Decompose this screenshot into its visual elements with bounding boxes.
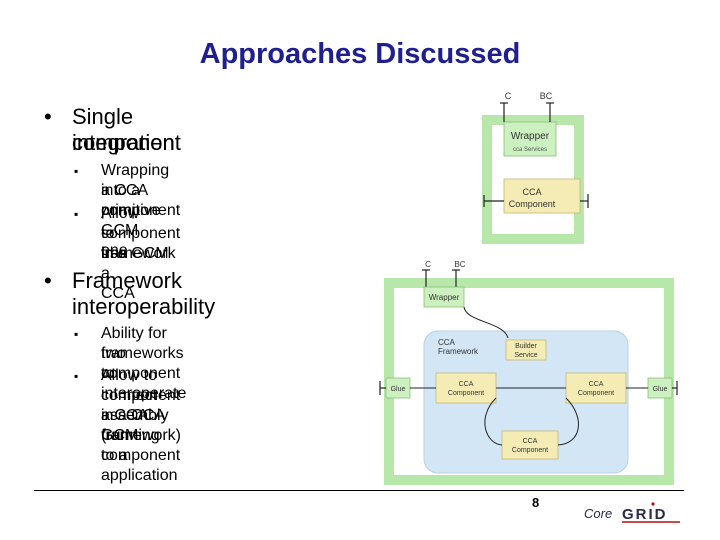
wrapper-sub-label: cca Services [513, 147, 547, 153]
sub-bullet-marker: ▪ [74, 207, 79, 221]
comp-left-line1: CCA [459, 381, 474, 388]
builder-line1: Builder [515, 343, 537, 350]
bc-port-label: BC [540, 91, 553, 101]
c-port-label: C [425, 260, 431, 269]
cca-component-bottom [501, 430, 559, 460]
sub-bullet-line3: framework [101, 245, 176, 262]
sub-bullet-line2: frameworks to interoperate [101, 345, 187, 402]
comp-right-line2: Component [578, 390, 614, 397]
sub-bullet-marker: ▪ [74, 369, 79, 383]
comp-left-line2: Component [448, 390, 484, 397]
glue-left-label: Glue [391, 386, 406, 393]
cca-framework-area [423, 330, 629, 474]
framework-interop-diagram: C BC Wrapper CCA Framework Builder Servi… [379, 260, 678, 485]
logo-grid-text: GRID [622, 506, 668, 523]
sub-bullet-line1: Allow to connect a CCA [101, 367, 158, 424]
sub-bullet-line2: component assembly (running [101, 387, 181, 444]
comp-bottom-line1: CCA [523, 438, 538, 445]
bullet-text-line2: interoperability [72, 294, 216, 319]
bullet-dot: • [44, 268, 52, 293]
comp-bottom-right-connection [557, 397, 579, 446]
framework-line1: CCA [438, 338, 456, 347]
wrapper-box [423, 286, 465, 308]
wrapper-title-label: Wrapper [511, 131, 550, 142]
sub-bullet-line3: in a CCA framework) to a [101, 407, 182, 464]
sub-bullet-line2: into a primitive GCM one [101, 182, 161, 259]
footer-divider [34, 490, 684, 491]
wrapper-builder-connection [463, 306, 509, 339]
wrapper-services-box [503, 121, 557, 157]
cca-component-line1: CCA [522, 187, 541, 197]
wrapper-label: Wrapper [429, 293, 460, 302]
cca-component-right [565, 372, 627, 404]
cca-component-left [435, 372, 497, 404]
bullet-text-line1: Framework [72, 268, 183, 293]
c-port-label: C [505, 91, 512, 101]
sub-bullet-marker: ▪ [74, 327, 79, 341]
builder-line2: Service [514, 352, 537, 359]
cca-component-box [503, 178, 581, 214]
builder-service-box [505, 339, 547, 361]
single-component-diagram: Wrapper cca Services CCA Component C BC [482, 91, 589, 244]
sub-bullet-line1: Ability for two component [101, 325, 181, 382]
comp-right-line1: CCA [589, 381, 604, 388]
cca-component-line2: Component [509, 199, 556, 209]
sub-bullet-line1: Wrapping a CCA component [101, 162, 181, 219]
sub-bullet-line4: GCM component application [101, 427, 181, 484]
page-number: 8 [532, 495, 540, 510]
logo-core-text: Core [584, 506, 612, 521]
logo-dot [651, 502, 655, 506]
coregrid-logo: Core GRID [584, 502, 680, 523]
sub-bullet-marker: ▪ [74, 164, 79, 178]
slide-title: Approaches Discussed [199, 38, 521, 70]
sub-bullet-line2: component in a GCM [101, 225, 181, 262]
glue-right-label: Glue [653, 386, 668, 393]
bc-port-label: BC [454, 260, 465, 269]
sub-bullet-line1: Allow to use a CCA [101, 205, 140, 302]
bullet-text-line2: integration [72, 130, 175, 155]
comp-left-bottom-connection [484, 397, 503, 446]
bullet-text-line1: Single component [72, 104, 181, 155]
bullet-dot: • [44, 104, 52, 129]
comp-bottom-line2: Component [512, 447, 548, 454]
framework-line2: Framework [438, 347, 479, 356]
